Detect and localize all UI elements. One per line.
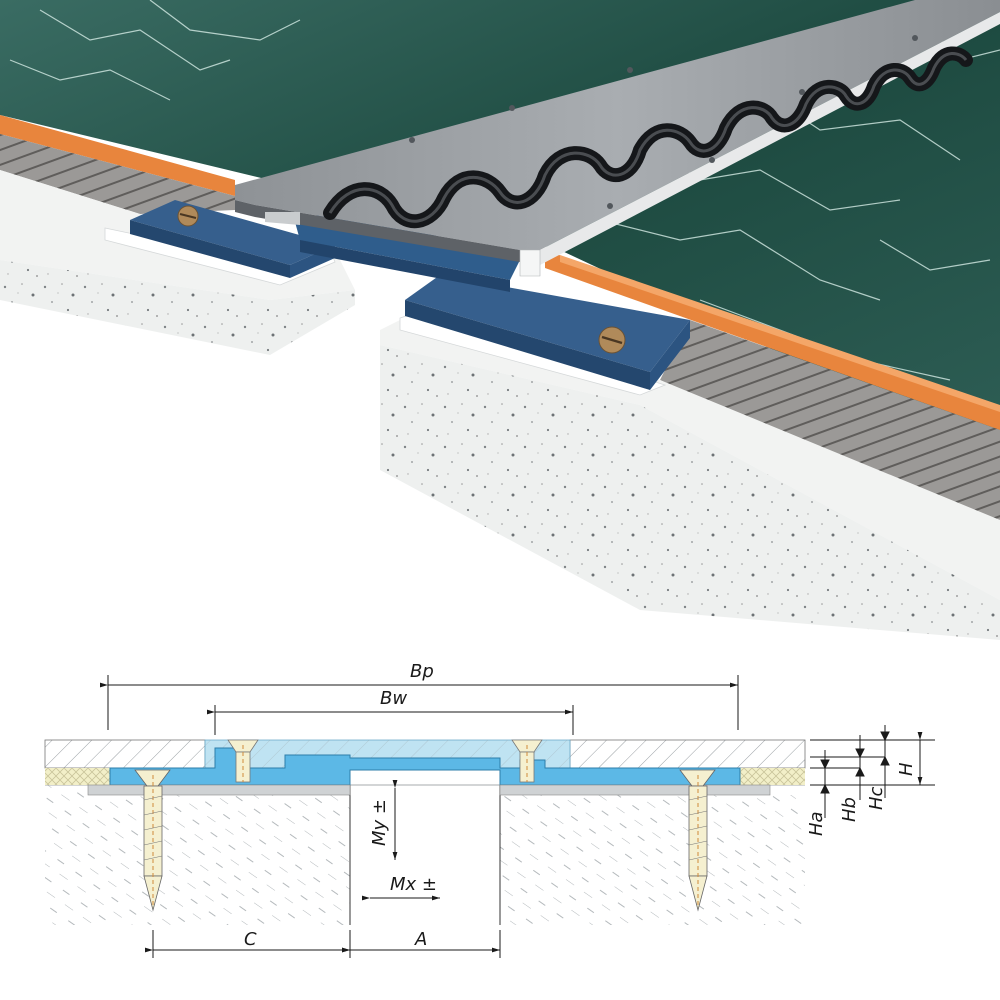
dim-my-label: My ± [369, 799, 390, 846]
dimension-lines [100, 675, 935, 958]
cover-screw-left [227, 739, 259, 783]
screed-right [660, 320, 1000, 520]
anchor-screw-right [679, 769, 716, 912]
plate-screws [409, 35, 918, 209]
dim-c-label: C [244, 929, 257, 950]
substrate-left [45, 785, 350, 925]
concrete-right-top [380, 315, 1000, 600]
dim-bp-label: Bp [410, 661, 434, 682]
dim-bw-label: Bw [380, 688, 407, 709]
bottom-strip-right [499, 784, 771, 796]
concrete-right-front [380, 345, 1000, 640]
orange-layer-left [0, 115, 235, 196]
concrete-left-front [0, 260, 270, 355]
dim-hb-label: Hb [839, 797, 860, 822]
dim-ha-label: Ha [806, 811, 827, 836]
dim-a-label: A [414, 929, 427, 950]
illustration-3d [0, 0, 1000, 640]
dim-h-label: H [896, 762, 917, 776]
cover-screw-right [511, 739, 543, 783]
serpentine-slot [323, 46, 973, 229]
anchor-screw-left [134, 769, 171, 912]
substrate-right [500, 795, 805, 925]
steel-cover-plate [235, 0, 1000, 250]
cad-section: Bp Bw My ± Mx ± C A Ha Hb Hc H [44, 661, 935, 958]
dim-hc-label: Hc [866, 786, 887, 810]
bottom-strip-left [87, 784, 351, 796]
finish-layer-right [569, 739, 806, 769]
finish-layer-left [44, 739, 206, 769]
screed-left [0, 134, 235, 214]
dim-mx-label: Mx ± [390, 874, 437, 895]
